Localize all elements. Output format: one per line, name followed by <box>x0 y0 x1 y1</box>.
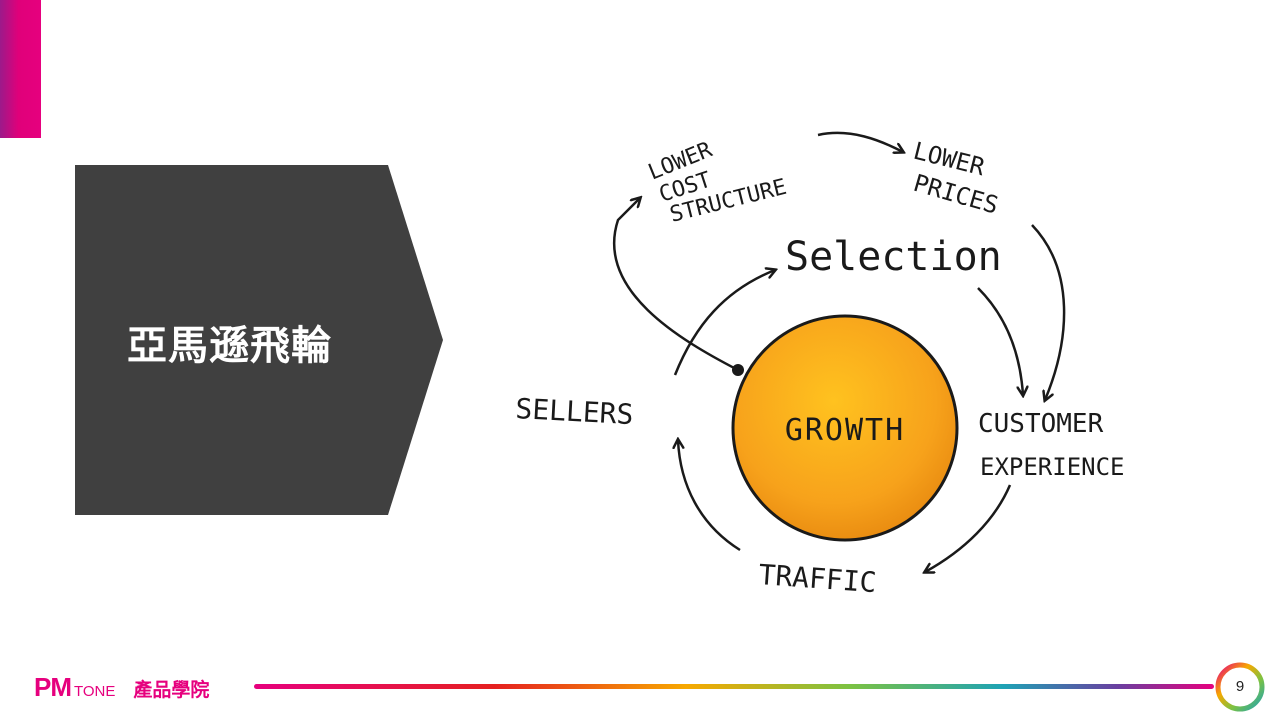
arrow-to-selection <box>673 270 775 376</box>
arrow-to-traffic <box>925 484 1012 572</box>
title-box-shape <box>75 165 443 515</box>
logo-tone: TONE <box>74 683 116 700</box>
arrow-to-sellers <box>678 440 741 552</box>
logo-pm: PM <box>34 672 72 702</box>
selection-label: Selection <box>785 234 1002 280</box>
traffic-label: TRAFFIC <box>758 558 878 599</box>
arrow-prices-to-customer <box>1031 224 1066 400</box>
slide-title: 亞馬遜飛輪 <box>127 323 332 369</box>
customer-label-line-1: CUSTOMER <box>978 409 1104 439</box>
title-box: 亞馬遜飛輪 <box>75 165 443 515</box>
accent-bar <box>0 0 41 138</box>
sellers-label: SELLERS <box>515 392 635 431</box>
page-number: 9 <box>1235 678 1245 695</box>
footer-rainbow-line <box>254 684 1214 689</box>
page-number-ring <box>1215 662 1265 712</box>
pmtone-logo: PM TONE 產品學院 <box>34 672 209 703</box>
flywheel-diagram: GROWTH LOWER COST STRUCTURE LOWER PRICES… <box>500 110 1200 600</box>
arrow-selection-to-customer <box>977 287 1023 395</box>
growth-label: GROWTH <box>785 413 905 448</box>
flywheel-svg: GROWTH LOWER COST STRUCTURE LOWER PRICES… <box>515 131 1125 599</box>
customer-label-line-2: EXPERIENCE <box>980 453 1125 481</box>
logo-academy: 產品學院 <box>133 679 210 701</box>
arrow-to-lower-prices <box>817 131 903 152</box>
arrow-to-lower-cost <box>612 198 739 372</box>
growth-circle <box>731 314 959 542</box>
lower-prices-line-2: PRICES <box>910 169 1001 220</box>
